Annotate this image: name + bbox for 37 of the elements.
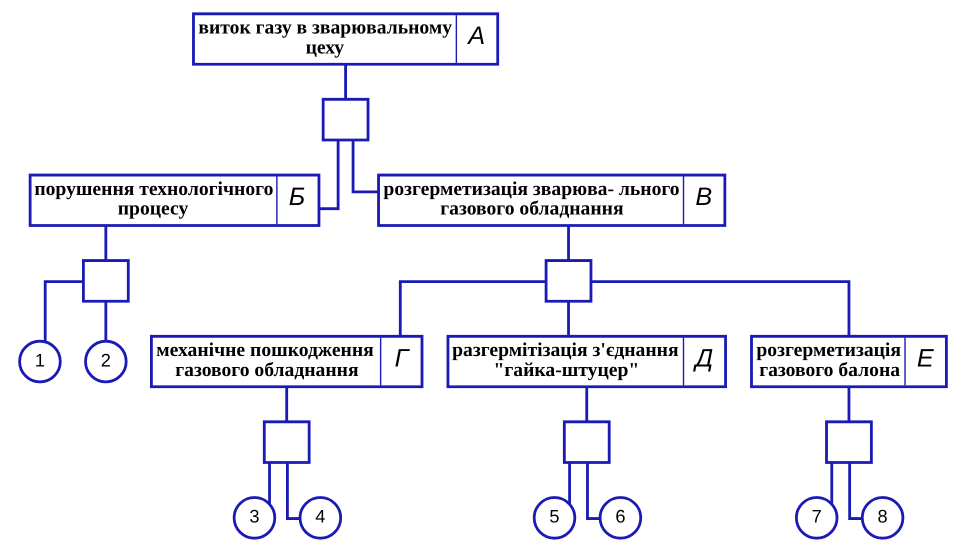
node-circle: 8 [860, 496, 904, 540]
node-circle: 5 [532, 496, 576, 540]
node-circle: 1 [18, 340, 62, 384]
connector [268, 462, 270, 504]
connector [586, 462, 600, 520]
connector [568, 462, 570, 504]
connector [351, 140, 378, 194]
node-circle: 4 [298, 496, 342, 540]
node-box: механічне пошкодження газового обладнання Г [150, 334, 423, 388]
connector [830, 462, 833, 504]
connector [398, 280, 546, 336]
node-box [321, 98, 369, 142]
connector [566, 226, 570, 260]
connector [318, 140, 340, 210]
node-box [262, 420, 310, 464]
connector [847, 387, 850, 422]
connector [584, 387, 588, 422]
node-box [82, 259, 130, 303]
node-circle: 3 [232, 496, 276, 540]
connector [43, 280, 83, 342]
node-circle: 7 [794, 496, 838, 540]
connector [566, 301, 570, 336]
connector [344, 64, 346, 99]
node-circle: 2 [84, 340, 128, 384]
node-circle: 6 [598, 496, 642, 540]
connector [286, 462, 300, 520]
node-box [544, 259, 592, 303]
node-box [562, 420, 610, 464]
node-box: разгермітізація з'єднання "гайка-штуцер" Д [446, 334, 726, 388]
connector [848, 462, 862, 520]
node-box: виток газу в зварювальному цеху А [192, 12, 499, 66]
connector [590, 280, 850, 336]
node-box [824, 420, 872, 464]
connector [104, 226, 107, 260]
connector [104, 301, 107, 341]
connector [284, 387, 288, 422]
node-box: розгерметизація зварюва- льного газового обладнання В [376, 174, 726, 227]
